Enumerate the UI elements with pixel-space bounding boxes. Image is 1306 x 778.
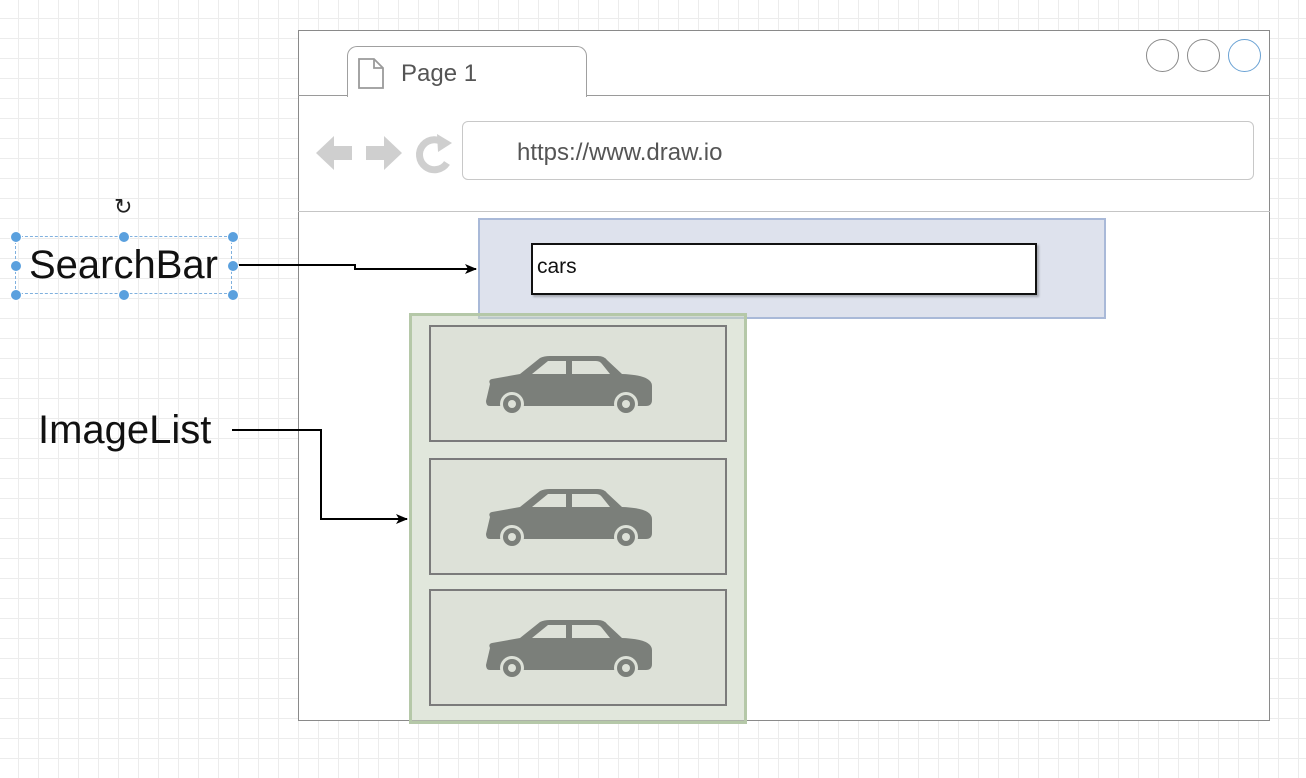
image-card[interactable] <box>429 589 727 706</box>
tab-bar-divider <box>298 95 1270 96</box>
image-list-label[interactable]: ImageList <box>38 408 212 452</box>
image-card[interactable] <box>429 325 727 442</box>
car-icon <box>486 356 652 416</box>
tab-title: Page 1 <box>401 60 478 87</box>
window-button-maximize[interactable] <box>1228 39 1261 72</box>
car-icon <box>486 489 652 549</box>
url-bar[interactable] <box>462 121 1254 180</box>
resize-handle[interactable] <box>227 231 239 243</box>
image-list-connector[interactable] <box>232 429 408 524</box>
reload-icon[interactable] <box>416 134 452 174</box>
window-button-minimize[interactable] <box>1187 39 1220 72</box>
page-icon <box>358 58 384 89</box>
image-card[interactable] <box>429 458 727 575</box>
resize-handle[interactable] <box>227 289 239 301</box>
resize-handle[interactable] <box>10 289 22 301</box>
url-text: https://www.draw.io <box>517 139 723 166</box>
window-button-close[interactable] <box>1146 39 1179 72</box>
car-icon <box>486 620 652 680</box>
search-bar-connector[interactable] <box>236 264 477 274</box>
browser-tab[interactable] <box>347 46 587 97</box>
search-bar-label[interactable]: SearchBar <box>29 243 218 287</box>
resize-handle[interactable] <box>10 231 22 243</box>
toolbar-divider <box>298 211 1270 212</box>
resize-handle[interactable] <box>118 231 130 243</box>
resize-handle[interactable] <box>10 260 22 272</box>
resize-handle[interactable] <box>227 260 239 272</box>
forward-arrow-icon[interactable] <box>366 136 402 170</box>
back-arrow-icon[interactable] <box>316 136 352 170</box>
resize-handle[interactable] <box>118 289 130 301</box>
rotate-handle-icon[interactable]: ↻ <box>114 194 133 219</box>
search-input[interactable]: cars <box>531 243 1037 295</box>
